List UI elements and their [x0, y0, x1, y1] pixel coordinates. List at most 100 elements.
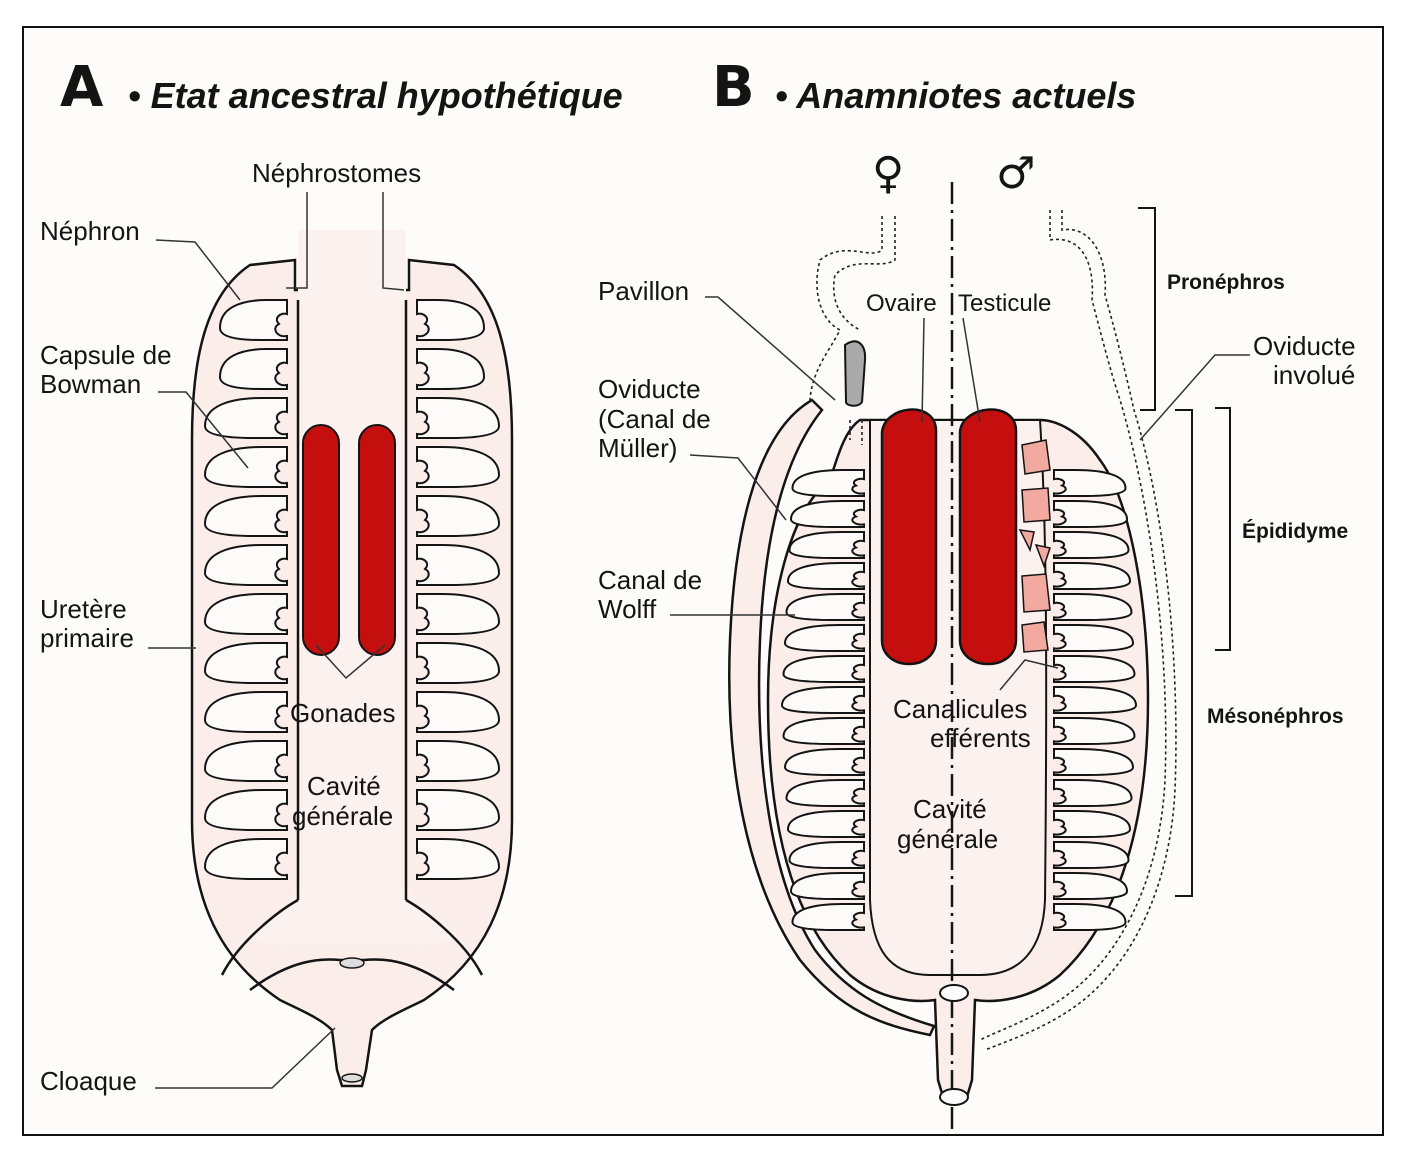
- nephron-tubule: [203, 740, 288, 782]
- label-uretere-line1: Uretère: [40, 594, 127, 624]
- panel-b-right-tubules: [1053, 469, 1138, 931]
- nephron-tubule: [416, 446, 501, 488]
- nephron-tubule: [203, 544, 288, 586]
- label-cavite-b-line2: générale: [897, 824, 998, 854]
- mesonephric-tubule: [1053, 686, 1138, 714]
- nephron-tubule: [416, 838, 501, 880]
- mesonephric-tubule: [786, 562, 865, 590]
- nephron-tubule: [218, 299, 288, 341]
- label-oviducte-involue-line1: Oviducte: [1253, 331, 1356, 361]
- label-epididyme: Épididyme: [1242, 520, 1348, 543]
- panel-a-title: • Etat ancestral hypothétique: [128, 75, 623, 116]
- mesonephric-tubule: [1053, 500, 1129, 528]
- label-canalicules-line1: Canalicules: [893, 694, 1027, 724]
- panel-a-gonad-right: [358, 424, 396, 656]
- label-pronephros: Pronéphros: [1167, 271, 1285, 294]
- mesonephric-tubule: [786, 810, 865, 838]
- label-cavite-a-line2: générale: [292, 801, 393, 831]
- panel-b-letter: B: [712, 55, 755, 120]
- mesonephric-tubule: [791, 903, 865, 931]
- nephron-tubule: [203, 446, 288, 488]
- mesonephric-tubule: [791, 469, 865, 497]
- label-nephrostomes: Néphrostomes: [252, 158, 421, 188]
- nephron-tubule: [203, 789, 288, 831]
- label-cavite-a-line1: Cavité: [307, 771, 381, 801]
- panel-b-testis: [958, 408, 1018, 666]
- label-cloaque: Cloaque: [40, 1066, 137, 1096]
- mesonephric-tubule: [780, 686, 865, 714]
- nephron-tubule: [203, 691, 288, 733]
- mesonephric-tubule: [1053, 717, 1136, 745]
- nephron-tubule: [416, 348, 486, 390]
- mesonephric-tubule: [789, 872, 865, 900]
- mesonephric-tubule: [1053, 810, 1132, 838]
- label-ovaire: Ovaire: [866, 290, 937, 317]
- mesonephric-tubule: [788, 531, 865, 559]
- label-nephron: Néphron: [40, 216, 140, 246]
- panel-a-left-tubules: [203, 299, 288, 880]
- nephron-tubule: [203, 642, 288, 684]
- label-testicule: Testicule: [958, 290, 1051, 317]
- label-oviducte-line2: (Canal de: [598, 404, 711, 434]
- label-capsule-line1: Capsule de: [40, 340, 172, 370]
- mesonephric-tubule: [1053, 872, 1129, 900]
- mesonephric-tubule: [1053, 903, 1127, 931]
- mesonephric-tubule: [785, 779, 865, 807]
- nephron-tubule: [416, 397, 501, 439]
- male-symbol: ♂: [996, 148, 1035, 199]
- nephron-tubule: [203, 838, 288, 880]
- mesonephric-tubule: [783, 748, 865, 776]
- label-oviducte-line3: Müller): [598, 433, 677, 463]
- nephron-tubule: [203, 397, 288, 439]
- nephron-tubule: [218, 348, 288, 390]
- mesonephric-tubule: [782, 655, 865, 683]
- mesonephric-tubule: [1053, 748, 1135, 776]
- nephron-tubule: [416, 299, 486, 341]
- panel-b: B • Anamniotes actuels ♀ ♂ Pavillon Ovid…: [598, 55, 1356, 1132]
- mesonephric-tubule: [1053, 655, 1136, 683]
- panel-b-oviduct-wall: [728, 398, 936, 1037]
- label-canalicules-line2: efférents: [930, 723, 1031, 753]
- label-capsule-line2: Bowman: [40, 369, 141, 399]
- nephron-tubule: [203, 495, 288, 537]
- label-gonades: Gonades: [290, 698, 396, 728]
- mesonephric-tubule: [785, 593, 865, 621]
- nephron-tubule: [203, 593, 288, 635]
- mesonephric-tubule: [1053, 624, 1135, 652]
- mesonephric-tubule: [1053, 469, 1127, 497]
- panel-b-ovary: [880, 408, 938, 666]
- female-symbol: ♀: [872, 148, 904, 199]
- label-uretere-line2: primaire: [40, 623, 134, 653]
- label-mesonephros: Mésonéphros: [1207, 705, 1344, 728]
- panel-a: A • Etat ancestral hypothétique Néphrost…: [40, 55, 623, 1096]
- nephron-tubule: [416, 789, 501, 831]
- label-cavite-b-line1: Cavité: [913, 794, 987, 824]
- label-oviducte-line1: Oviducte: [598, 374, 701, 404]
- panel-a-gonad-left: [302, 424, 340, 656]
- label-pavillon: Pavillon: [598, 276, 689, 306]
- mesonephric-tubule: [782, 717, 865, 745]
- panel-b-title: • Anamniotes actuels: [775, 75, 1136, 116]
- mesonephric-tubule: [1053, 593, 1133, 621]
- panel-b-canalicules: [1018, 439, 1051, 653]
- mesonephric-tubule: [788, 841, 865, 869]
- nephron-tubule: [416, 642, 501, 684]
- panel-b-pavillon: [843, 340, 867, 407]
- nephron-tubule: [416, 495, 501, 537]
- label-wolff-line1: Canal de: [598, 565, 702, 595]
- nephron-tubule: [416, 691, 501, 733]
- nephron-tubule: [416, 740, 501, 782]
- label-oviducte-involue-line2: involué: [1273, 360, 1355, 390]
- mesonephric-tubule: [783, 624, 865, 652]
- panel-b-left-tubules: [780, 469, 865, 931]
- panel-a-right-tubules: [416, 299, 501, 880]
- mesonephric-tubule: [1053, 841, 1130, 869]
- mesonephric-tubule: [1053, 531, 1130, 559]
- label-wolff-line2: Wolff: [598, 594, 657, 624]
- panel-a-letter: A: [60, 55, 104, 120]
- mesonephric-tubule: [1053, 779, 1133, 807]
- mesonephric-tubule: [1053, 562, 1132, 590]
- nephron-tubule: [416, 593, 501, 635]
- mesonephric-tubule: [789, 500, 865, 528]
